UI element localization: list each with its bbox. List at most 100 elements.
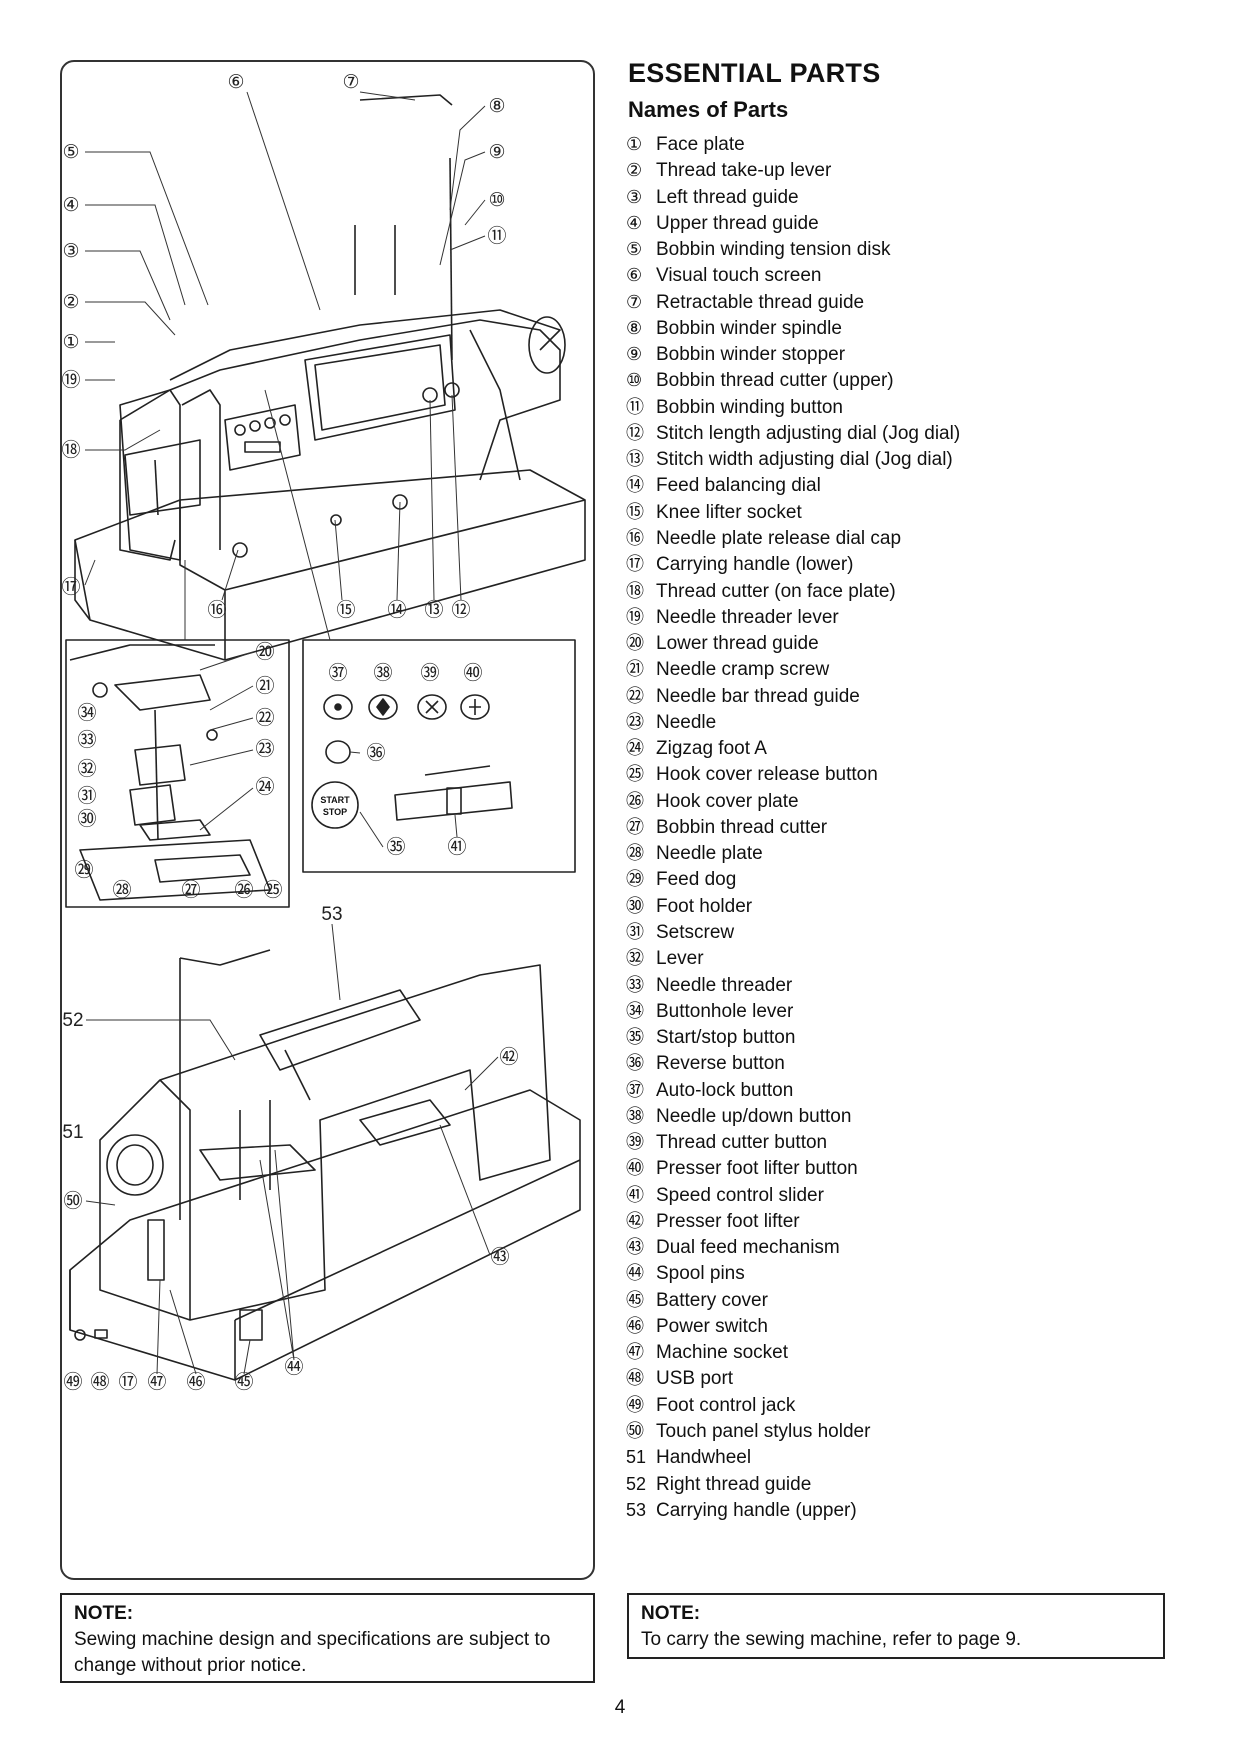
svg-text:⑬: ⑬ bbox=[424, 599, 443, 621]
part-number: 53 bbox=[626, 1499, 647, 1520]
part-name: Needle threader lever bbox=[656, 606, 839, 628]
callout-6: ⑥ bbox=[227, 72, 244, 93]
svg-text:⑭: ⑭ bbox=[387, 599, 406, 621]
part-name: Hook cover release button bbox=[656, 764, 878, 786]
part-number: ㊷ bbox=[626, 1210, 644, 1231]
svg-text:㉜: ㉜ bbox=[77, 758, 96, 780]
callout-9: ⑨ bbox=[488, 142, 505, 163]
callout-52: 52 bbox=[62, 1010, 83, 1031]
callout-43: ㊸ bbox=[490, 1246, 509, 1268]
start-label: START bbox=[320, 795, 350, 805]
part-number: ㊺ bbox=[626, 1289, 644, 1310]
part-name: Needle threader bbox=[656, 974, 793, 996]
part-number: ㉜ bbox=[626, 948, 644, 969]
svg-text:㊶: ㊶ bbox=[447, 836, 466, 858]
diagram-frame bbox=[60, 60, 595, 1580]
part-number: ㊲ bbox=[626, 1079, 644, 1100]
callout-46: ㊻ bbox=[186, 1371, 205, 1393]
svg-text:㊽: ㊽ bbox=[90, 1371, 109, 1393]
svg-text:④: ④ bbox=[62, 195, 79, 216]
svg-text:㊹: ㊹ bbox=[284, 1356, 303, 1378]
svg-text:②: ② bbox=[62, 292, 79, 313]
callout-33: ㉝ bbox=[77, 729, 96, 751]
svg-text:㉟: ㉟ bbox=[386, 836, 405, 858]
part-name: Bobbin winding button bbox=[656, 396, 843, 418]
part-number: ⑤ bbox=[626, 239, 643, 260]
callout-16: ⑯ bbox=[207, 599, 226, 621]
callout-10: ⑩ bbox=[488, 190, 505, 211]
callout-50: ㊿ bbox=[63, 1190, 82, 1212]
svg-text:⑲: ⑲ bbox=[61, 369, 80, 391]
callout-22: ㉒ bbox=[255, 707, 274, 729]
callout-28: ㉘ bbox=[112, 879, 131, 901]
part-name: Stitch length adjusting dial (Jog dial) bbox=[656, 422, 961, 444]
svg-text:㉚: ㉚ bbox=[77, 808, 96, 830]
part-number: ㊵ bbox=[626, 1158, 644, 1179]
part-name: Presser foot lifter button bbox=[656, 1158, 858, 1180]
svg-text:⑥: ⑥ bbox=[227, 72, 244, 93]
part-number: ⑭ bbox=[626, 475, 644, 496]
callout-18: ⑱ bbox=[61, 439, 80, 461]
svg-text:⑪: ⑪ bbox=[487, 225, 506, 247]
callout-21: ㉑ bbox=[255, 675, 274, 697]
part-name: Feed balancing dial bbox=[656, 475, 821, 497]
part-number: ㊹ bbox=[626, 1263, 644, 1284]
part-number: ⑱ bbox=[626, 580, 644, 601]
svg-text:⑯: ⑯ bbox=[207, 599, 226, 621]
svg-text:㉝: ㉝ bbox=[77, 729, 96, 751]
part-name: Knee lifter socket bbox=[656, 501, 802, 523]
note-box-right: NOTE: To carry the sewing machine, refer… bbox=[627, 1593, 1165, 1659]
part-number: ㊾ bbox=[626, 1394, 644, 1415]
part-name: Left thread guide bbox=[656, 186, 799, 208]
part-name: Foot control jack bbox=[656, 1394, 796, 1416]
part-name: Needle plate release dial cap bbox=[656, 527, 902, 549]
part-name: Battery cover bbox=[656, 1289, 768, 1311]
callout-38: ㊳ bbox=[373, 662, 392, 684]
part-name: Setscrew bbox=[656, 921, 735, 943]
part-name: Bobbin thread cutter (upper) bbox=[656, 370, 894, 392]
part-name: Bobbin thread cutter bbox=[656, 816, 828, 838]
svg-text:㊺: ㊺ bbox=[234, 1371, 253, 1393]
part-number: ㊻ bbox=[626, 1315, 644, 1336]
part-name: Bobbin winder spindle bbox=[656, 317, 842, 339]
part-number: ⑳ bbox=[626, 633, 644, 654]
part-number: ㉛ bbox=[626, 921, 644, 942]
part-number: ⑦ bbox=[626, 291, 643, 312]
svg-text:㊳: ㊳ bbox=[373, 662, 392, 684]
callout-34: ㉞ bbox=[77, 702, 96, 724]
svg-text:㊻: ㊻ bbox=[186, 1371, 205, 1393]
part-name: Needle bar thread guide bbox=[656, 685, 860, 707]
part-name: Machine socket bbox=[656, 1342, 789, 1364]
svg-text:㊿: ㊿ bbox=[63, 1190, 82, 1212]
part-name: Needle bbox=[656, 711, 717, 733]
part-number: ㉖ bbox=[626, 790, 644, 811]
callout-47: ㊼ bbox=[147, 1371, 166, 1393]
part-number: ㉙ bbox=[626, 869, 644, 890]
svg-text:㊼: ㊼ bbox=[147, 1371, 166, 1393]
rear-view-machine bbox=[69, 949, 581, 1381]
part-number: ⑨ bbox=[626, 344, 643, 365]
part-name: Thread cutter button bbox=[656, 1132, 828, 1154]
callout-11: ⑪ bbox=[487, 225, 506, 247]
